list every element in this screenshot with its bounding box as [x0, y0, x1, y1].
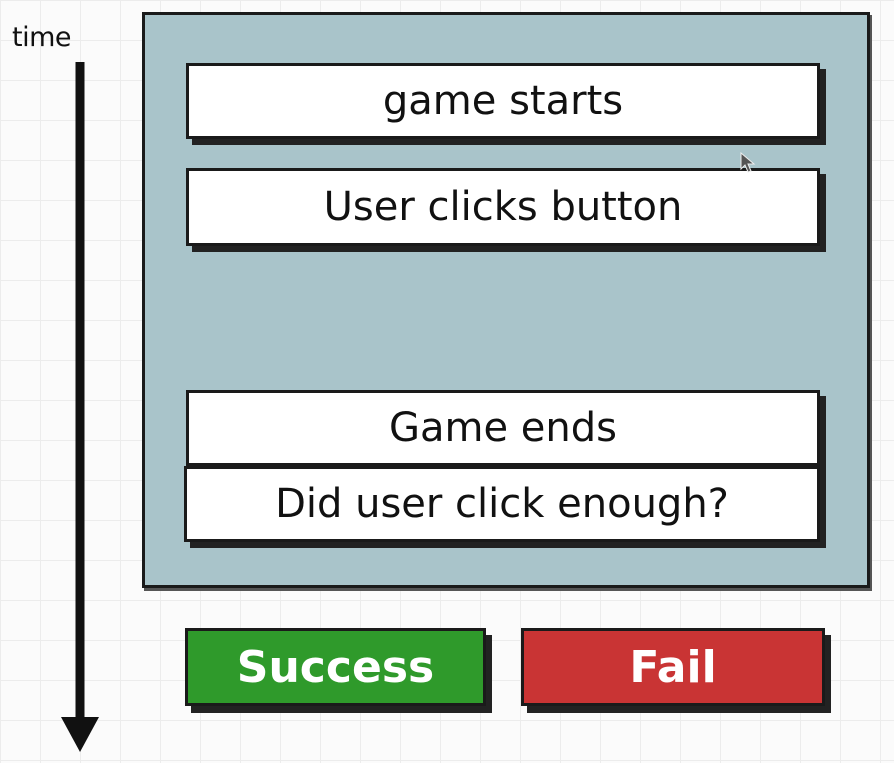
mouse-cursor-icon — [740, 152, 756, 173]
success-outcome: Success — [185, 628, 486, 706]
time-arrow-icon — [61, 62, 99, 752]
step-user-clicks-button: User clicks button — [186, 168, 820, 246]
step-game-ends: Game ends — [186, 390, 820, 466]
fail-outcome: Fail — [521, 628, 825, 706]
step-game-starts: game starts — [186, 63, 820, 139]
step-did-user-click-enough: Did user click enough? — [184, 466, 820, 542]
time-axis-label: time — [12, 22, 72, 53]
